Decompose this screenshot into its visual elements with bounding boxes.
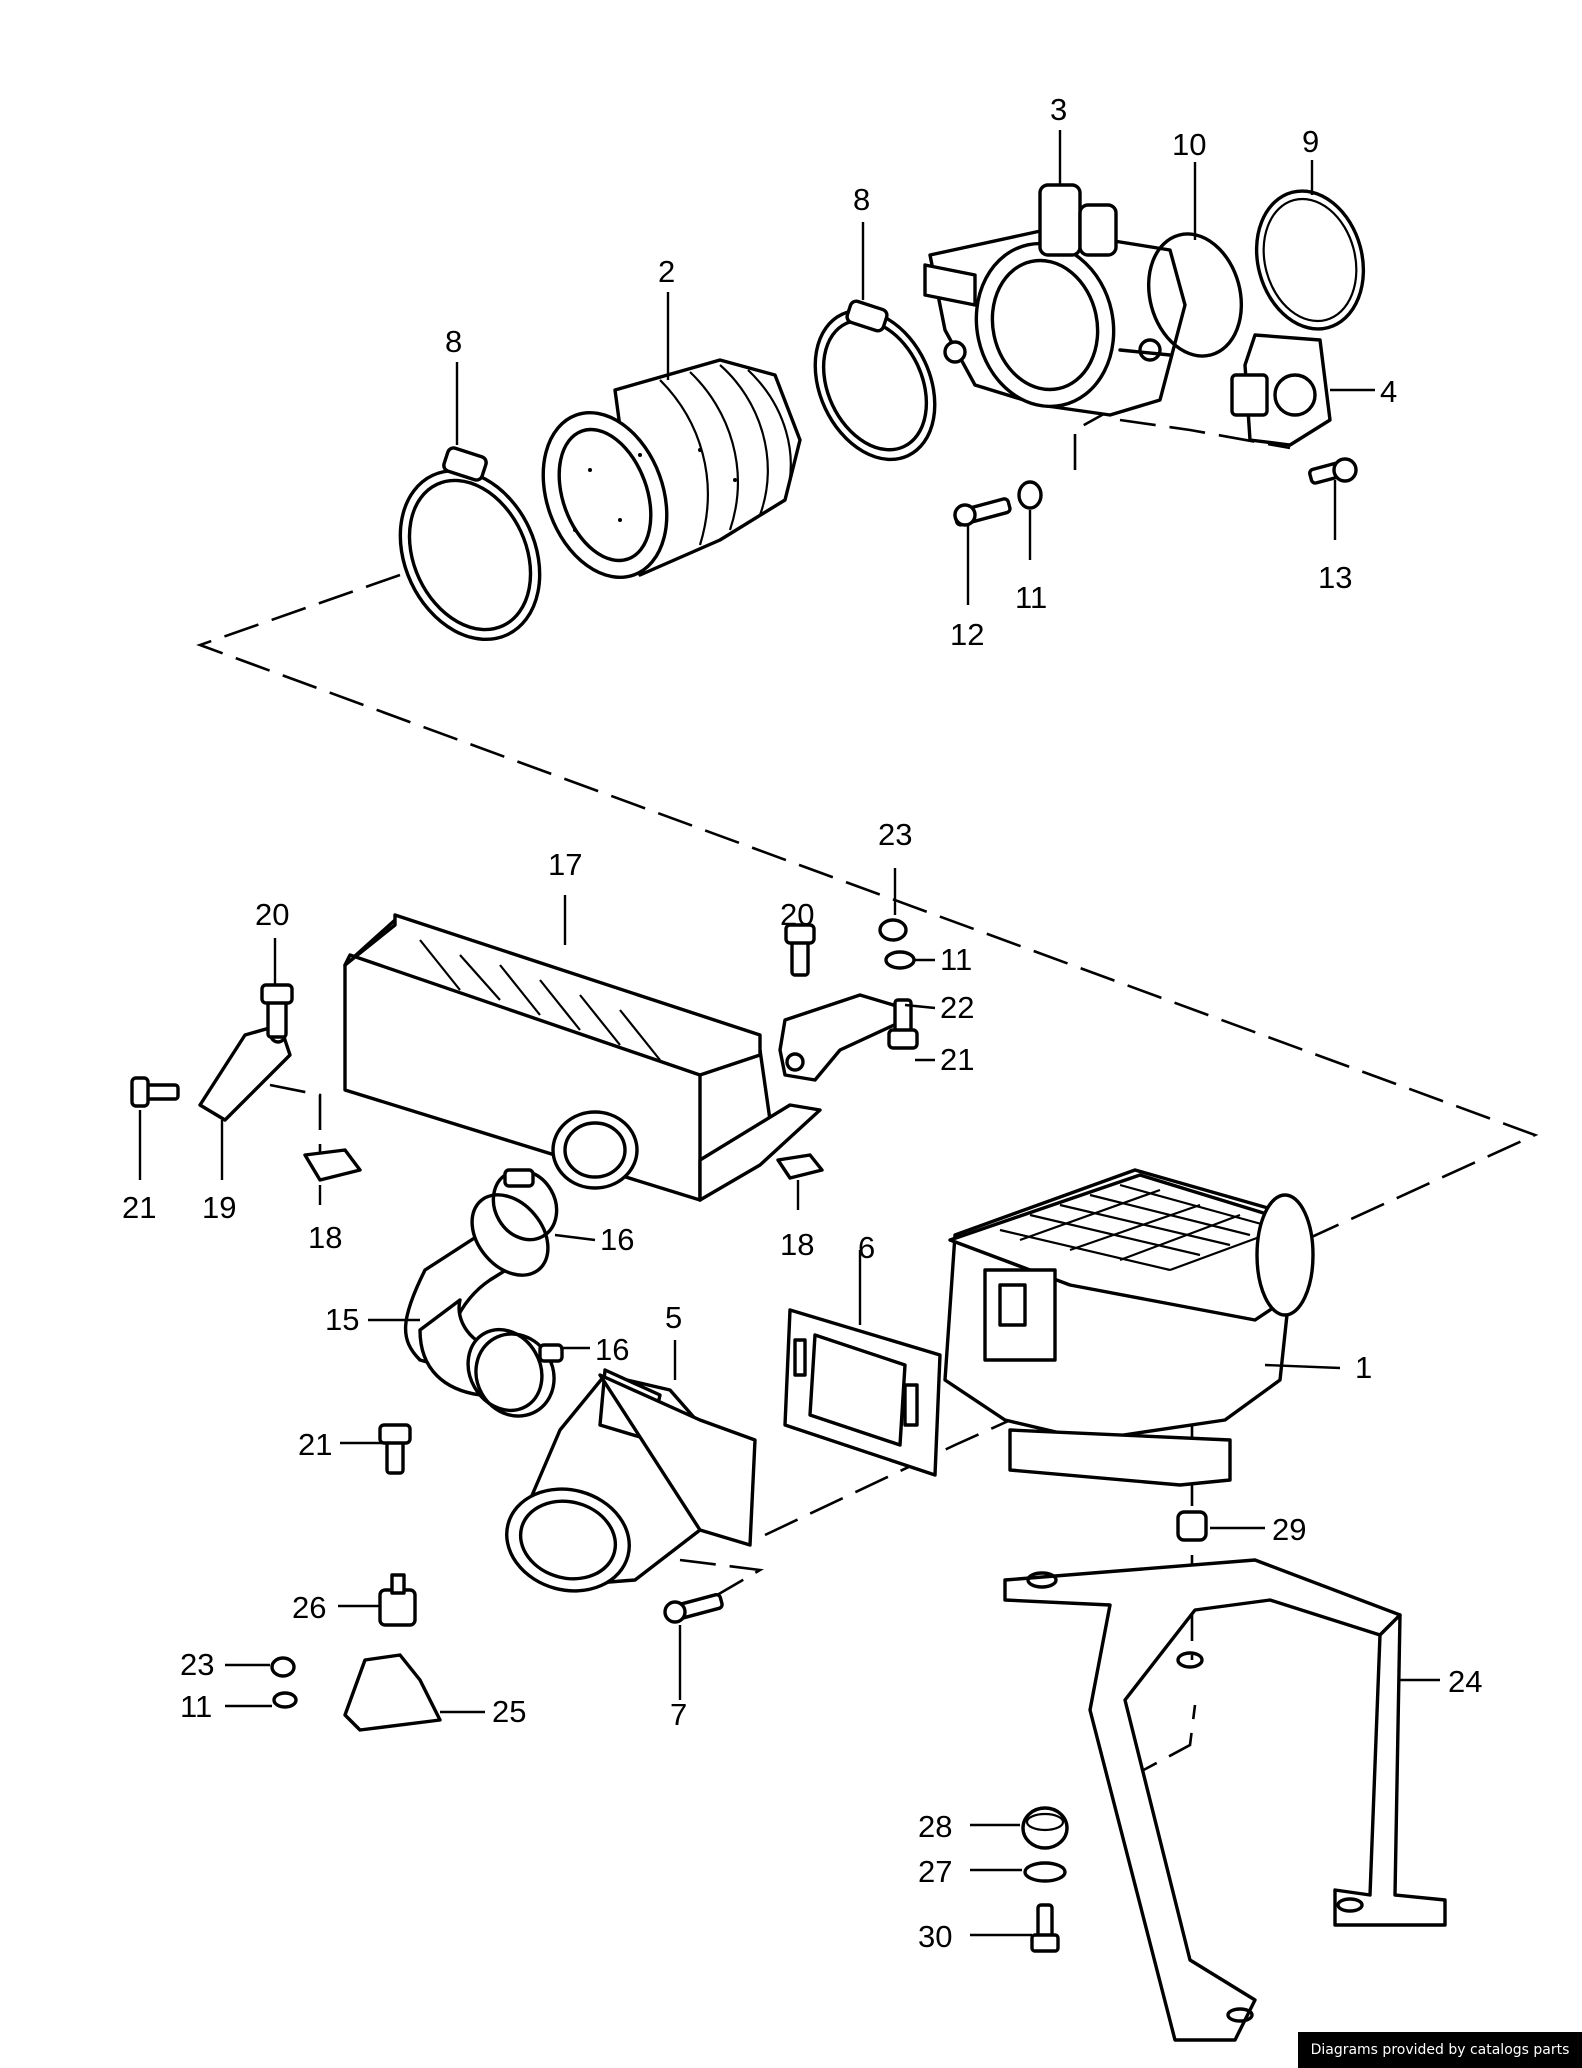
hose-clamp-16-upper (491, 1168, 559, 1242)
grommet-29 (1176, 1510, 1208, 1542)
callout-8-left: 8 (445, 324, 462, 359)
throttle-body (923, 183, 1187, 417)
callout-29: 29 (1272, 1512, 1306, 1547)
callout-6: 6 (858, 1230, 875, 1265)
seal-ring-10 (1146, 232, 1244, 358)
callout-28: 28 (918, 1809, 952, 1844)
callout-23-lower: 23 (180, 1647, 214, 1682)
callout-19: 19 (202, 1190, 236, 1225)
leader-lines (138, 130, 1440, 1937)
callout-2: 2 (658, 254, 675, 289)
callout-21-right: 21 (940, 1042, 974, 1077)
callout-4: 4 (1380, 374, 1397, 409)
nut-23-top (878, 918, 908, 942)
callout-13: 13 (1318, 560, 1352, 595)
callout-3: 3 (1050, 92, 1067, 127)
intake-hose-15 (403, 1193, 550, 1413)
callout-22: 22 (940, 990, 974, 1025)
callout-8-right: 8 (853, 182, 870, 217)
washer-11-mid (884, 950, 916, 970)
bolt-21-left (130, 1076, 180, 1108)
callout-21-lower: 21 (298, 1427, 332, 1462)
callout-27: 27 (918, 1854, 952, 1889)
callout-24: 24 (1448, 1664, 1482, 1699)
screw-13 (1308, 457, 1358, 485)
seal-ring-9 (1254, 189, 1366, 331)
hose-clamp-right (813, 299, 937, 462)
callout-1: 1 (1355, 1350, 1372, 1385)
callout-20-right: 20 (780, 897, 814, 932)
washer-27 (1023, 1861, 1067, 1883)
callout-30: 30 (918, 1919, 952, 1954)
intake-elbow (505, 1368, 757, 1593)
washer-11-lower (272, 1691, 298, 1709)
gasket-6 (783, 1308, 942, 1477)
bracket-19 (198, 1023, 292, 1122)
callout-20-left: 20 (255, 897, 289, 932)
callout-9: 9 (1302, 124, 1319, 159)
callout-12: 12 (950, 617, 984, 652)
callout-5: 5 (665, 1300, 682, 1335)
rubber-mount-26 (378, 1573, 417, 1627)
bolt-21-lower (378, 1423, 412, 1475)
clip-18-left (303, 1148, 362, 1182)
callout-11-top: 11 (1015, 580, 1047, 615)
bracket-25 (343, 1653, 442, 1732)
nut-23-lower (270, 1656, 296, 1678)
callout-10: 10 (1172, 127, 1206, 162)
bolt-21-right (887, 998, 919, 1050)
callout-26: 26 (292, 1590, 326, 1625)
callout-labels: 8 2 8 3 10 9 4 11 12 13 17 23 20 20 11 2… (122, 92, 1482, 1954)
grommet-28 (1021, 1806, 1069, 1850)
bolt-30 (1030, 1903, 1060, 1953)
callout-16-lower: 16 (595, 1332, 629, 1367)
callout-15: 15 (325, 1302, 359, 1337)
callout-11-mid: 11 (940, 942, 972, 977)
callout-18-left: 18 (308, 1220, 342, 1255)
throttle-position-sensor (1230, 333, 1332, 447)
callout-23-top: 23 (878, 817, 912, 852)
mounting-bracket-24 (1003, 1558, 1447, 2042)
callout-17: 17 (548, 847, 582, 882)
intake-hose-sleeve (541, 358, 802, 580)
callout-25: 25 (492, 1694, 526, 1729)
callout-7: 7 (670, 1697, 687, 1732)
callout-18-right: 18 (780, 1227, 814, 1262)
hose-clamp-left (398, 446, 542, 642)
bolt-20-left (260, 983, 294, 1039)
hose-clamp-16-lower (474, 1332, 564, 1418)
washer-11-top (1017, 480, 1043, 510)
screw-7 (663, 1592, 724, 1624)
callout-21-left: 21 (122, 1190, 156, 1225)
callout-11-lower: 11 (180, 1689, 212, 1724)
credit-banner: Diagrams provided by catalogs parts (1298, 2032, 1582, 2068)
screw-12 (953, 497, 1012, 527)
clip-18-right (776, 1153, 824, 1180)
callout-16-upper: 16 (600, 1222, 634, 1257)
bolt-20-right (784, 923, 816, 977)
air-flow-meter (943, 1168, 1315, 1487)
air-filter-housing (343, 913, 822, 1202)
bracket-22 (778, 993, 912, 1082)
